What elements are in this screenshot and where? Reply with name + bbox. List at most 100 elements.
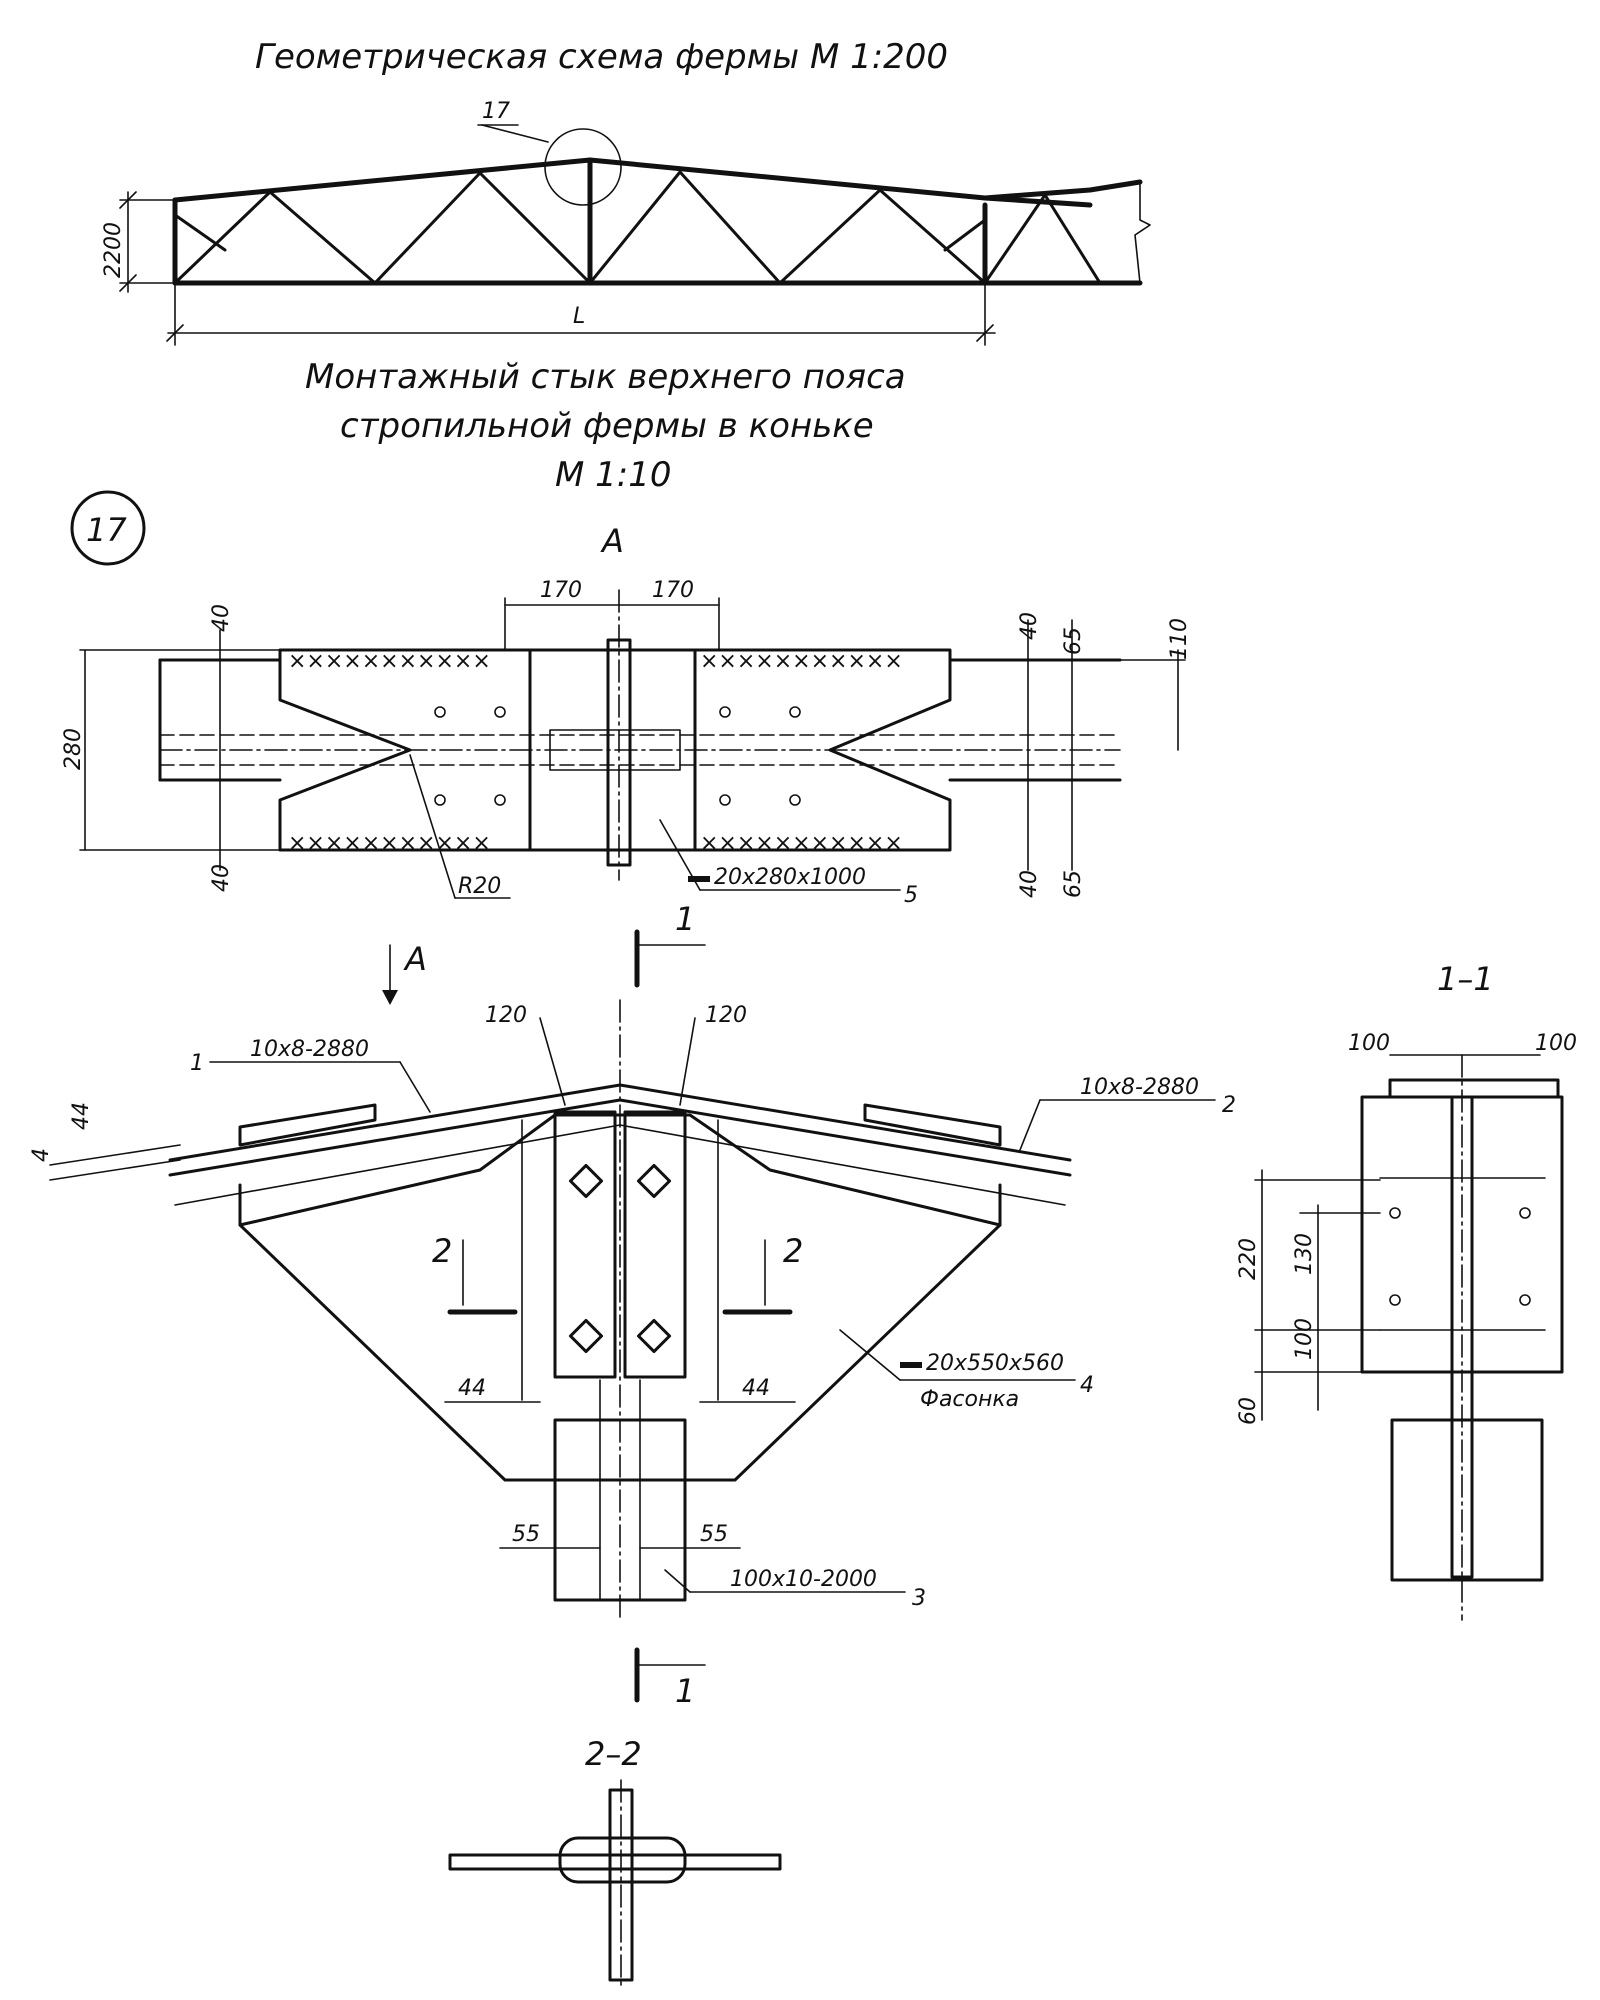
section-1-marks: 1 1 <box>634 900 706 1710</box>
plan-dim-40-top-left: 40 <box>209 604 234 632</box>
sec11-hole-4 <box>1519 1294 1531 1306</box>
elev-dim-44-top: 44 <box>69 1102 94 1130</box>
bolt-hole-7 <box>719 794 731 806</box>
pos2-leader <box>1019 1099 1041 1151</box>
elev-pos3-spec: 100x10-2000 <box>730 1567 877 1592</box>
bolt-hole-1 <box>434 706 446 718</box>
sec11-dim-60: 60 <box>1236 1397 1261 1425</box>
elev-dim-55-left: 55 <box>512 1522 540 1547</box>
elev-section-2-right: 2 <box>783 1232 803 1270</box>
geometry-title: Геометрическая схема фермы М 1:200 <box>255 37 948 77</box>
elev-gusset-pos: 4 <box>1080 1373 1094 1398</box>
dim44-ext-1 <box>49 1144 181 1166</box>
elev-pos3-number: 3 <box>912 1586 926 1611</box>
section-1-1-title: 1–1 <box>1437 960 1494 998</box>
elev-pos1-spec: 10x8-2880 <box>250 1037 369 1062</box>
plan-dim-110-right: 110 <box>1167 618 1192 660</box>
plan-view-a: A ××××××××××× ××××××××××× ××××××××××× ××… <box>61 522 1192 908</box>
elev-cover-plate-right <box>863 1103 1002 1147</box>
truss-top-chord-right <box>982 179 1143 201</box>
elev-dim-55-right: 55 <box>700 1522 728 1547</box>
truss-web-extra <box>983 193 1102 285</box>
weld-bottom-left: ××××××××××× <box>288 831 491 856</box>
plan-dim-left-170: 170 <box>540 578 582 603</box>
elev-pos2-spec: 10x8-2880 <box>1080 1075 1199 1100</box>
dim44-ext-2 <box>49 1159 181 1181</box>
gusset-leader <box>839 1329 901 1381</box>
truss-web-right <box>588 170 987 285</box>
span-tick-left <box>166 324 184 342</box>
bolt-hole-5 <box>719 706 731 718</box>
truss-web-brace-left <box>173 213 227 252</box>
view-a-arrow-head <box>382 990 398 1005</box>
truss-span-dim: L <box>573 304 585 329</box>
weld-top-right: ××××××××××× <box>700 649 903 674</box>
elev-pos2-number: 2 <box>1222 1093 1236 1118</box>
pos1-leader <box>399 1061 431 1113</box>
bolt-hole-2 <box>494 706 506 718</box>
elev-dim-44-left: 44 <box>458 1376 486 1401</box>
section-1-1: 1–1 100 100 220 130 100 60 <box>1236 960 1577 1621</box>
sec11-lower-body <box>1390 1418 1544 1582</box>
truss-break-line <box>1134 181 1151 284</box>
weld-bottom-right: ××××××××××× <box>700 831 903 856</box>
bolt-hole-6 <box>789 706 801 718</box>
plan-view-label: A <box>600 522 624 560</box>
elev-section-2-left: 2 <box>432 1232 452 1270</box>
sec11-hole-1 <box>1389 1207 1401 1219</box>
elev-lower-member <box>553 1418 687 1602</box>
elev-vertical-angle-left <box>553 1110 617 1379</box>
plan-dim-65-bottom-right: 65 <box>1061 870 1086 898</box>
sec11-top-plate <box>1388 1078 1560 1099</box>
height-tick-bottom <box>119 274 137 292</box>
weld-top-left: ××××××××××× <box>288 649 491 674</box>
section-2-2: 2–2 <box>448 1735 782 1991</box>
sec22-horizontal-plate <box>448 1853 782 1871</box>
sec11-dim-100-left: 100 <box>1348 1031 1390 1056</box>
bolt-hole-4 <box>494 794 506 806</box>
sec11-dim-100-right: 100 <box>1535 1031 1577 1056</box>
elev-bolts <box>568 1163 672 1354</box>
truss-height-dim: 2200 <box>101 222 126 278</box>
joint-title-line1: Монтажный стык верхнего пояса <box>305 357 906 397</box>
plan-dim-40-bottom-right: 40 <box>1017 870 1042 898</box>
node-17-circle <box>544 128 622 206</box>
section-1-label-top: 1 <box>675 900 695 938</box>
plan-dim-280: 280 <box>61 728 86 770</box>
node-17-leader <box>481 124 549 143</box>
sec11-dim-130: 130 <box>1292 1233 1317 1275</box>
joint-title-line2: стропильной фермы в коньке <box>340 406 874 446</box>
elevation-view-a: A <box>403 940 427 978</box>
section-2-2-title: 2–2 <box>585 1735 642 1773</box>
height-tick-top <box>119 191 137 209</box>
sec11-hole-3 <box>1519 1207 1531 1219</box>
plan-radius-label: R20 <box>458 874 501 899</box>
section-1-label-bottom: 1 <box>675 1672 695 1710</box>
truss-web-brace-right <box>943 218 987 252</box>
r20-leader <box>409 754 456 899</box>
elev-pos1-number: 1 <box>190 1051 204 1076</box>
gusset-symbol <box>900 1362 922 1368</box>
plan-dim-right-170: 170 <box>652 578 694 603</box>
plan-dim-65-top-right: 65 <box>1061 627 1086 655</box>
dim120-ext-left <box>539 1017 566 1106</box>
elev-dim-120-right: 120 <box>705 1003 747 1028</box>
dim120-ext-right <box>679 1017 696 1106</box>
node-17-marker <box>70 490 146 566</box>
elev-dim-44-right: 44 <box>742 1376 770 1401</box>
truss-scheme: 17 2200 L <box>101 99 1151 346</box>
sec11-dim-100: 100 <box>1292 1318 1317 1360</box>
plan-dim-40-top-right: 40 <box>1017 612 1042 640</box>
bolt-hole-8 <box>789 794 801 806</box>
joint-scale: М 1:10 <box>555 455 672 495</box>
plate-symbol <box>688 876 710 882</box>
bolt-hole-3 <box>434 794 446 806</box>
elev-gusset-name: Фасонка <box>920 1387 1019 1412</box>
plan-plate-pos: 5 <box>904 883 918 908</box>
truss-web-left <box>173 171 592 285</box>
elev-dim-120-left: 120 <box>485 1003 527 1028</box>
sec22-weld-profile <box>558 1836 687 1884</box>
elev-dim-4: 4 <box>29 1148 54 1162</box>
